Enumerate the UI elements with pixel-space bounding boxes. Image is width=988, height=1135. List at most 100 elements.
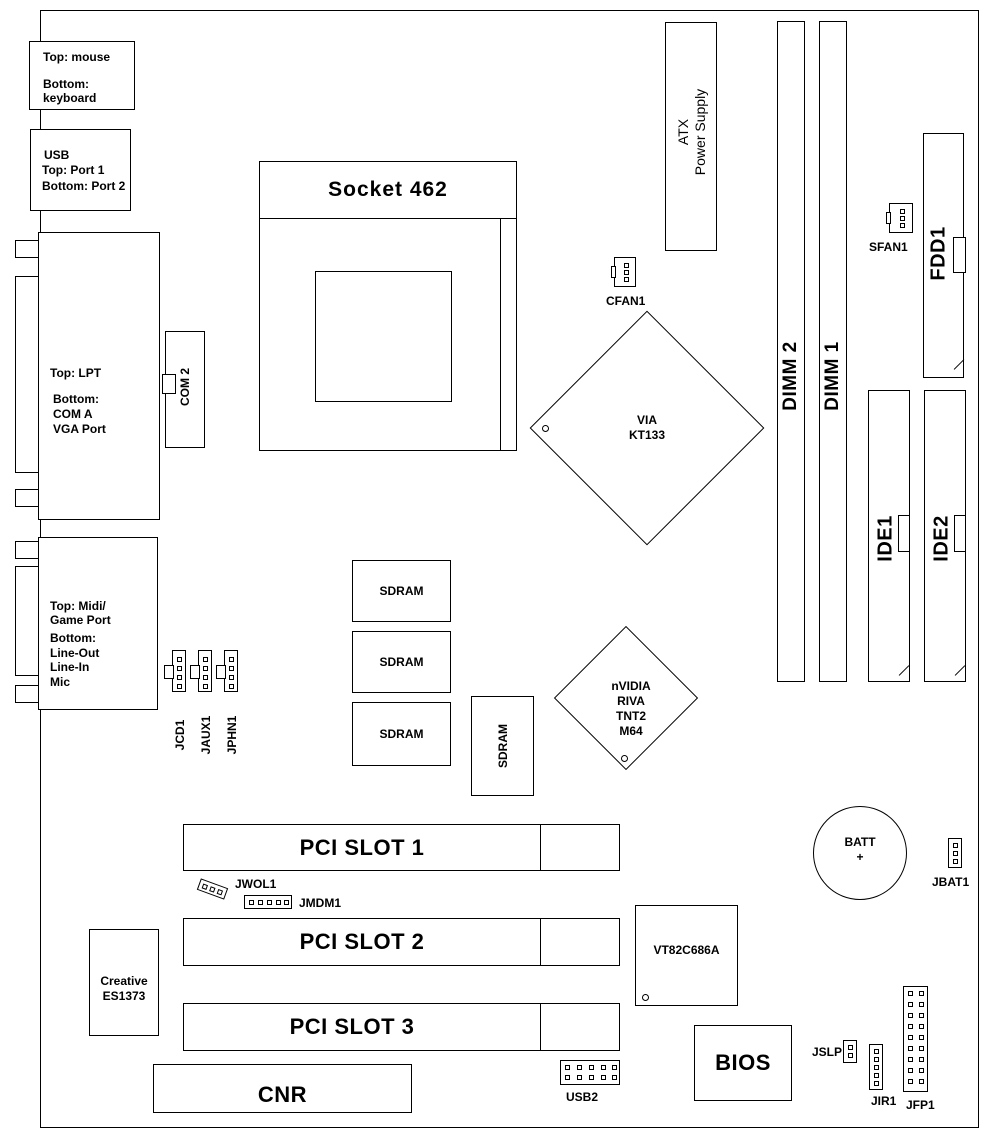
midi-connector-body-tab bbox=[15, 566, 40, 676]
sfan1-pin bbox=[900, 216, 905, 221]
usb2-pin bbox=[577, 1065, 582, 1070]
jir1-pin bbox=[874, 1065, 879, 1070]
sfan1-pin bbox=[900, 209, 905, 214]
usb-bottom-label: Bottom: Port 2 bbox=[42, 179, 126, 193]
usb2-pin bbox=[589, 1065, 594, 1070]
atx-power-label: ATX Power Supply bbox=[675, 62, 709, 202]
dimm1-label: DIMM 1 bbox=[822, 341, 843, 411]
ide2-corner bbox=[954, 665, 966, 676]
jwol1-pin bbox=[209, 886, 216, 893]
lpt-bottom-label: Bottom: bbox=[53, 392, 99, 406]
jcd1-pin bbox=[177, 657, 182, 662]
lpt-connector-tab-bottom bbox=[15, 489, 40, 507]
jbat1-pin bbox=[953, 843, 958, 848]
usb2-header bbox=[560, 1060, 620, 1085]
jfp1-pin bbox=[919, 1079, 924, 1084]
jfp1-pin bbox=[908, 1068, 913, 1073]
usb2-pin bbox=[612, 1075, 617, 1080]
ide1-corner bbox=[898, 665, 910, 676]
sfan1-key bbox=[886, 212, 891, 224]
jfp1-pin bbox=[919, 1013, 924, 1018]
usb-top-label: Top: Port 1 bbox=[42, 163, 105, 177]
ps2-top-label: Top: mouse bbox=[43, 50, 111, 64]
jaux1-pin bbox=[203, 675, 208, 680]
jmdm1-pin bbox=[258, 900, 263, 905]
usb2-pin bbox=[589, 1075, 594, 1080]
jaux1-pin bbox=[203, 684, 208, 689]
sdram-chip-vertical: SDRAM bbox=[471, 696, 534, 796]
jcd1-key bbox=[164, 665, 174, 679]
jwol1-pin bbox=[216, 889, 224, 896]
jphn1-label: JPHN1 bbox=[225, 715, 239, 755]
midi-game-label: Game Port bbox=[50, 613, 111, 627]
ide2-connector: IDE2 bbox=[924, 390, 966, 682]
jfp1-pin bbox=[908, 1013, 913, 1018]
audio-creative-label: Creative bbox=[100, 974, 148, 988]
pci-slot-3-label: PCI SLOT 3 bbox=[289, 1014, 415, 1039]
cpu-socket: Socket 462 bbox=[259, 161, 517, 451]
midi-connector-tab-top bbox=[15, 541, 40, 559]
jphn1-header bbox=[216, 650, 238, 692]
audio-chip: Creative ES1373 bbox=[89, 929, 159, 1036]
usb2-pin bbox=[577, 1075, 582, 1080]
pci-slot-1-divider bbox=[540, 825, 541, 870]
jphn1-pin bbox=[229, 666, 234, 671]
audio-chip-label: Creative ES1373 bbox=[90, 974, 158, 1004]
fdd1-label: FDD1 bbox=[927, 226, 950, 281]
dimm1-slot: DIMM 1 bbox=[819, 21, 847, 682]
ps2-bottom-label: Bottom: bbox=[43, 77, 89, 91]
jcd1-pin bbox=[177, 675, 182, 680]
jbat1-header bbox=[948, 838, 962, 868]
jslp-label: JSLP bbox=[812, 1045, 843, 1059]
lpt-connector-body-tab bbox=[15, 276, 40, 473]
ide1-label: IDE1 bbox=[874, 515, 897, 562]
cfan1-pin bbox=[624, 277, 629, 282]
usb2-pin bbox=[601, 1075, 606, 1080]
sfan1-header bbox=[886, 203, 913, 233]
midi-linein-label: Line-In bbox=[50, 660, 90, 674]
jslp-pin bbox=[848, 1045, 853, 1050]
jbat1-pin bbox=[953, 859, 958, 864]
usb-label: USB bbox=[44, 148, 70, 162]
jmdm1-pin bbox=[249, 900, 254, 905]
ide1-connector: IDE1 bbox=[868, 390, 910, 682]
ide2-label: IDE2 bbox=[930, 515, 953, 562]
pci-slot-3: PCI SLOT 3 bbox=[183, 1003, 620, 1051]
cpu-socket-lever bbox=[500, 218, 501, 450]
cpu-socket-divider bbox=[260, 218, 516, 219]
jfp1-pin bbox=[908, 1035, 913, 1040]
sdram-chip: SDRAM bbox=[352, 631, 451, 693]
cfan1-header bbox=[611, 257, 636, 287]
jfp1-pin bbox=[908, 1079, 913, 1084]
northbridge-pin1-dot bbox=[542, 425, 549, 432]
sfan1-pin bbox=[900, 223, 905, 228]
dimm2-slot: DIMM 2 bbox=[777, 21, 805, 682]
jfp1-pin bbox=[919, 1035, 924, 1040]
jfp1-pin bbox=[919, 1068, 924, 1073]
video-m64-label: M64 bbox=[619, 724, 643, 738]
ps2-connector: Top: mouse Bottom: keyboard bbox=[29, 41, 135, 110]
usb-connector: USB Top: Port 1 Bottom: Port 2 bbox=[30, 129, 131, 211]
video-tnt2-label: TNT2 bbox=[616, 709, 646, 723]
jmdm1-pin bbox=[284, 900, 289, 905]
jir1-pin bbox=[874, 1073, 879, 1078]
jcd1-label: JCD1 bbox=[173, 719, 187, 751]
jir1-pin bbox=[874, 1081, 879, 1086]
jfp1-pin bbox=[908, 991, 913, 996]
dimm2-label: DIMM 2 bbox=[780, 341, 801, 411]
midi-mic-label: Mic bbox=[50, 675, 71, 689]
jmdm1-header bbox=[244, 895, 292, 909]
battery-batt-label: BATT bbox=[844, 835, 876, 849]
jfp1-pin bbox=[919, 1057, 924, 1062]
lpt-vga-label: VGA Port bbox=[53, 422, 106, 436]
audio-es1373-label: ES1373 bbox=[102, 989, 146, 1003]
atx-power-connector: ATX Power Supply bbox=[665, 22, 717, 251]
cpu-socket-label: Socket 462 bbox=[328, 178, 448, 201]
pci-slot-1: PCI SLOT 1 bbox=[183, 824, 620, 871]
jbat1-label: JBAT1 bbox=[932, 875, 970, 889]
usb2-pin bbox=[612, 1065, 617, 1070]
jcd1-pin bbox=[177, 666, 182, 671]
northbridge-kt133-label: KT133 bbox=[628, 428, 666, 442]
jmdm1-pin bbox=[267, 900, 272, 905]
video-riva-label: RIVA bbox=[617, 694, 645, 708]
